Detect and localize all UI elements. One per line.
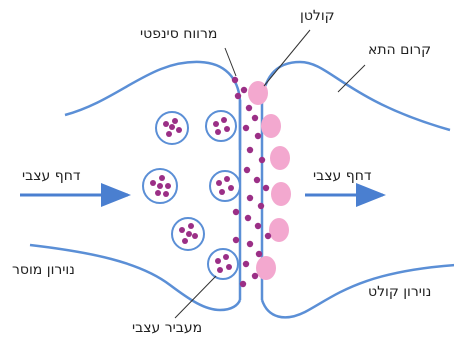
- postsynaptic-neuron-label: נוירון קולט: [368, 284, 431, 300]
- vesicle: [206, 111, 236, 141]
- receptor: [270, 146, 290, 170]
- cell-membrane-label: קרום התא: [368, 42, 431, 58]
- receptor: [256, 256, 276, 280]
- synaptic-cleft-label: מרווח סינפטי: [140, 26, 217, 42]
- vesicle: [143, 169, 177, 203]
- receptor-label: קולטן: [300, 8, 335, 24]
- impulse-label-left: דחף עצבי: [22, 168, 81, 184]
- receptor: [261, 114, 281, 138]
- vesicle: [172, 218, 204, 250]
- postsynaptic-membrane-top: [262, 62, 450, 130]
- vesicle: [210, 171, 240, 201]
- receptor: [271, 182, 291, 206]
- vesicles: [143, 111, 240, 279]
- neurotransmitter-label: מעביר עצבי: [132, 320, 202, 336]
- impulse-label-right: דחף עצבי: [313, 168, 372, 184]
- vesicle: [208, 249, 238, 279]
- receptor: [269, 218, 289, 242]
- vesicle: [156, 112, 188, 144]
- presynaptic-neuron-label: נוירון מוסר: [12, 262, 75, 278]
